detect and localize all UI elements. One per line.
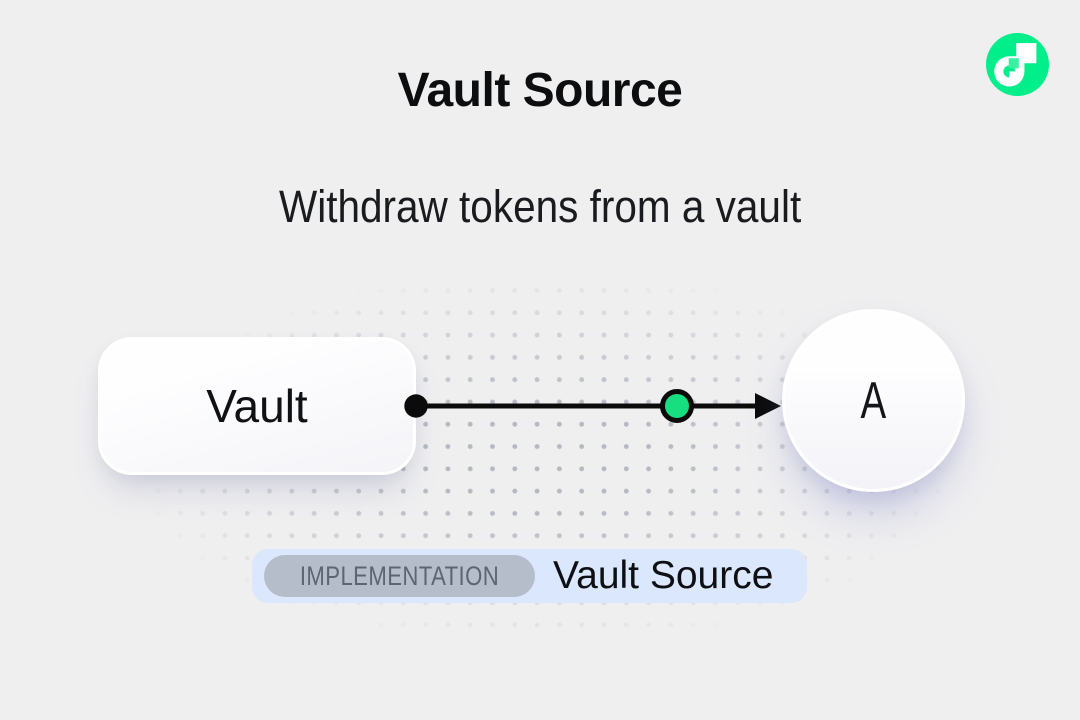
flow-logo-icon	[986, 33, 1049, 96]
page-title: Vault Source	[397, 64, 683, 117]
account-node: A	[782, 309, 965, 492]
flow-logo-square	[1016, 43, 1037, 64]
vault-node-label: Vault	[206, 380, 308, 432]
implementation-caption: IMPLEMENTATION Vault Source	[252, 549, 807, 603]
implementation-badge: IMPLEMENTATION	[264, 555, 536, 597]
implementation-label: Vault Source	[553, 554, 774, 597]
flow-logo-notch	[1008, 58, 1019, 69]
account-node-label: A	[860, 371, 887, 430]
vault-node: Vault	[98, 337, 416, 475]
implementation-badge-label: IMPLEMENTATION	[299, 560, 500, 591]
page-subtitle: Withdraw tokens from a vault	[278, 181, 802, 232]
